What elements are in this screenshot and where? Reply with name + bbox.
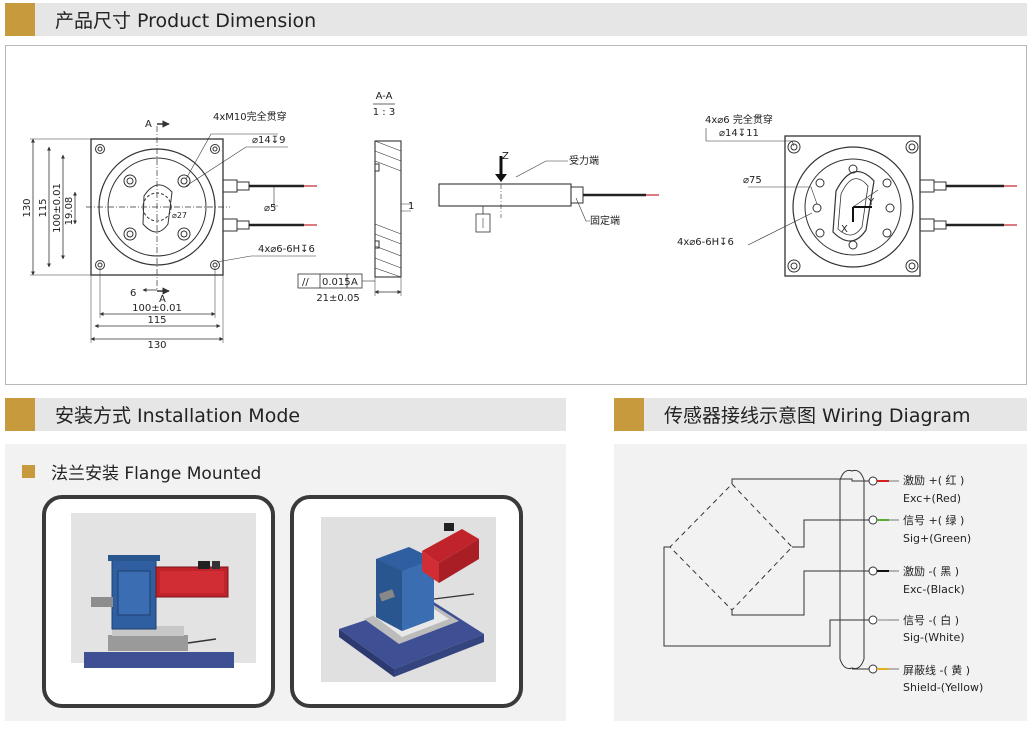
wire-exc-minus [731, 570, 872, 616]
dimension-drawing: 130 115 100±0.01 19.08 100±0.01 115 130 … [22, 91, 1017, 351]
rear-holes-bottom-label: 4x⌀6-6H↧6 [677, 237, 734, 248]
dim-100-vertical: 100±0.01 [52, 183, 63, 233]
thickness-dim: 21±0.05 [316, 293, 359, 304]
tol-symbol: // [302, 277, 309, 288]
wiring-panel: 激励 +( 红 ) Exc+(Red) 信号 +( 绿 ) Sig+(Green… [614, 444, 1027, 721]
wire-3-cn: 激励 -( 黑 ) [903, 564, 959, 578]
install-render-iso [321, 517, 496, 682]
spot-face-label: ⌀14↧9 [252, 135, 286, 146]
dim-130-vertical: 130 [22, 198, 33, 217]
wheatstone-bridge [669, 483, 793, 611]
side-view [438, 156, 659, 233]
front-view [30, 120, 317, 343]
installation-header: 安装方式 Installation Mode [5, 398, 566, 431]
section-title: A-A [376, 91, 393, 102]
z-axis-label: Z [502, 151, 509, 162]
wire-5-cn: 屏蔽线 -( 黄 ) [903, 663, 970, 677]
bullet-square [22, 465, 35, 478]
wire-4-en: Sig-(White) [903, 631, 965, 644]
wire-exc-plus [731, 478, 872, 484]
wiring-diagram: 激励 +( 红 ) Exc+(Red) 信号 +( 绿 ) Sig+(Green… [663, 469, 983, 694]
dimension-title: 产品尺寸 Product Dimension [55, 10, 317, 32]
install-image-front [42, 495, 275, 708]
dim-115-vertical: 115 [38, 198, 49, 217]
dim-6: 6 [130, 288, 136, 299]
rear-spot-face-label: ⌀14↧11 [719, 128, 759, 139]
wire-1-en: Exc+(Red) [903, 492, 961, 505]
header-accent [5, 3, 35, 36]
wire-dia-label: ⌀5 [264, 203, 276, 214]
fixed-end-label: 固定端 [590, 214, 620, 227]
holes-m10-label: 4xM10完全贯穿 [213, 110, 287, 123]
wire-2-en: Sig+(Green) [903, 532, 971, 545]
wire-2-cn: 信号 +( 绿 ) [903, 513, 964, 527]
tol-value: 0.015 [322, 277, 351, 288]
tol-ref: A [351, 277, 358, 288]
rear-view [705, 128, 1017, 277]
cable-sheath [839, 469, 865, 670]
header-accent [614, 398, 644, 431]
wire-1-cn: 激励 +( 红 ) [903, 473, 964, 487]
center-dia-label: ⌀27 [172, 211, 187, 220]
pcd-label: ⌀75 [743, 175, 762, 186]
installation-title: 安装方式 Installation Mode [55, 405, 301, 427]
force-end-label: 受力端 [569, 154, 599, 167]
wiring-title: 传感器接线示意图 Wiring Diagram [664, 405, 971, 427]
dim-115-horizontal: 115 [147, 315, 166, 326]
section-scale: 1 : 3 [373, 107, 395, 118]
dim-130-horizontal: 130 [147, 340, 166, 351]
section-a-bottom: A [159, 294, 166, 305]
dimension-header: 产品尺寸 Product Dimension [5, 3, 1027, 36]
wiring-header: 传感器接线示意图 Wiring Diagram [614, 398, 1027, 431]
dimension-panel: 130 115 100±0.01 19.08 100±0.01 115 130 … [5, 45, 1027, 385]
wire-3-en: Exc-(Black) [903, 583, 965, 596]
y-axis-label: Y [867, 197, 875, 208]
flange-mounted-label: 法兰安装 Flange Mounted [22, 459, 261, 484]
wire-5-en: Shield-(Yellow) [903, 681, 983, 694]
section-view [297, 103, 411, 296]
dim-19-vertical: 19.08 [64, 197, 75, 226]
wire-sig-minus [663, 546, 872, 647]
dim-1: 1 [408, 201, 414, 212]
section-a-top: A [145, 119, 152, 130]
holes-bottom-label: 4x⌀6-6H↧6 [258, 244, 315, 255]
flange-mounted-text: 法兰安装 Flange Mounted [51, 464, 262, 484]
install-render-front [71, 513, 256, 668]
dim-100-horizontal: 100±0.01 [132, 303, 182, 314]
header-accent [5, 398, 35, 431]
x-axis-label: X [841, 224, 848, 235]
wire-4-cn: 信号 -( 白 ) [903, 613, 959, 627]
install-image-iso [290, 495, 523, 708]
rear-holes-label: 4x⌀6 完全贯穿 [705, 113, 773, 126]
wire-sig-plus [792, 519, 872, 548]
